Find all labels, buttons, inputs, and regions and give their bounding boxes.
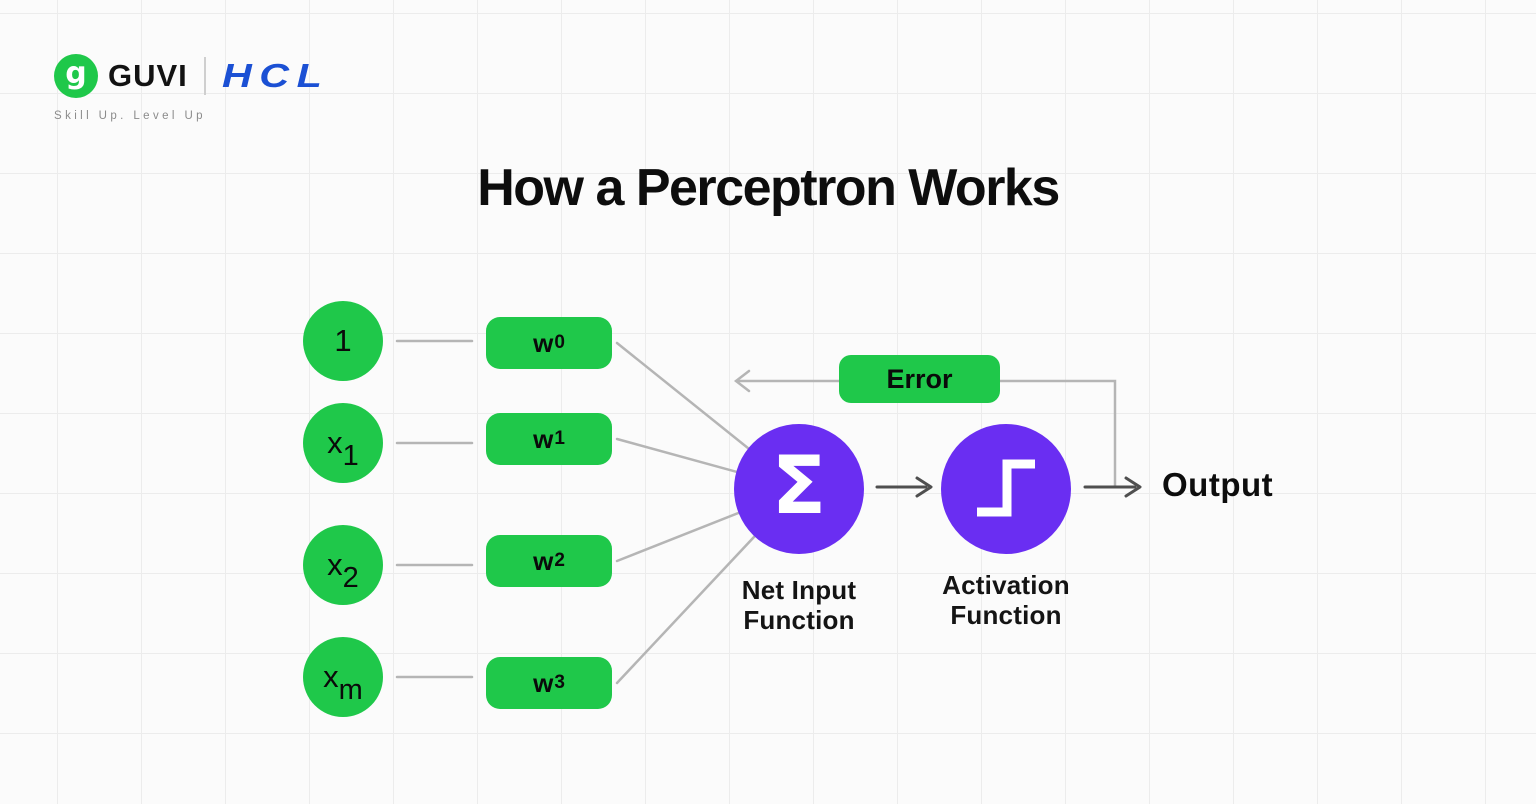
weight-label: w: [533, 545, 554, 576]
weight-label-subscript: 2: [554, 550, 565, 571]
page-title: How a Perceptron Works: [477, 159, 1060, 217]
activation-label-line1: Activation: [942, 570, 1070, 600]
input-label-subscript: 2: [342, 561, 359, 594]
input-label-subscript: m: [338, 673, 363, 706]
input-label-subscript: 1: [342, 439, 359, 472]
net-input-node: Σ: [734, 424, 864, 554]
logo-tagline: Skill Up. Level Up: [54, 110, 206, 122]
input-label: x: [327, 425, 343, 460]
brand-logo: g GUVI HCL Skill Up. Level Up: [54, 54, 322, 122]
net-input-label-line1: Net Input: [741, 575, 857, 605]
activation-node: [941, 424, 1071, 554]
activation-label-line2: Function: [950, 600, 1062, 630]
hcl-wordmark: HCL: [221, 57, 330, 94]
net-input-label-line2: Function: [743, 605, 855, 635]
logo-row: g GUVI HCL: [54, 54, 322, 98]
output-label: Output: [1162, 466, 1274, 503]
input-node-bias: 1: [303, 301, 383, 381]
input-label: x: [327, 547, 343, 582]
sigma-icon: Σ: [771, 439, 827, 532]
net-input-label: Net Input Function: [689, 575, 909, 635]
guvi-icon-letter: g: [65, 56, 87, 91]
weight-label-subscript: 3: [554, 672, 565, 693]
error-label: Error: [886, 363, 953, 394]
weight-label-subscript: 0: [554, 332, 565, 353]
error-feedback-arrowhead: [733, 369, 751, 393]
step-function-icon: [977, 459, 1035, 517]
sum-to-activation-arrowhead: [915, 476, 933, 498]
weight-label: w: [533, 667, 554, 698]
error-box: Error: [839, 355, 1000, 403]
logo-divider: [203, 57, 206, 95]
weight-label-subscript: 1: [554, 428, 565, 449]
activation-label: Activation Function: [896, 570, 1116, 630]
guvi-wordmark: GUVI: [108, 58, 188, 93]
weight-label: w: [533, 327, 554, 358]
activation-to-output-arrowhead: [1124, 476, 1142, 498]
input-label: x: [323, 659, 339, 694]
guvi-logo-icon: g: [54, 54, 98, 98]
input-label: 1: [334, 323, 352, 358]
weight-label: w: [533, 423, 554, 454]
